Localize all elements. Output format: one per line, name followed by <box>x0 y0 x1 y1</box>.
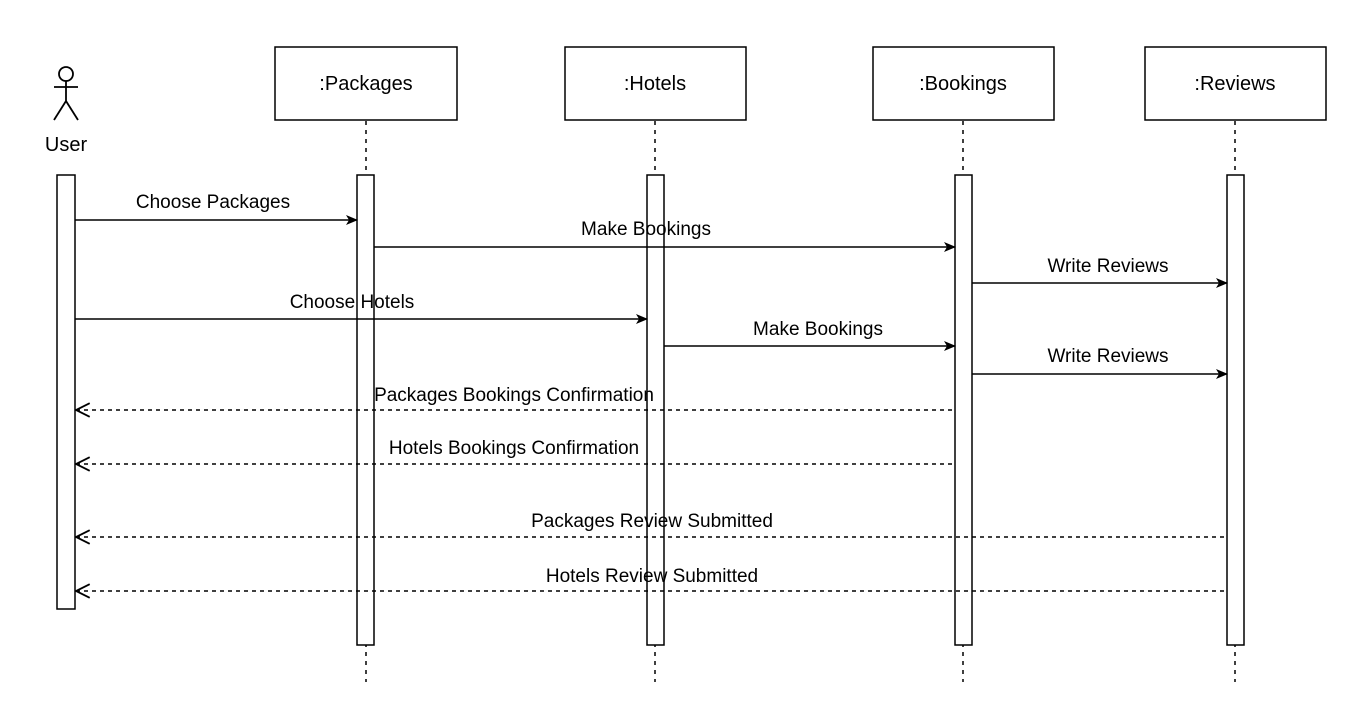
activation-bookings <box>954 174 973 646</box>
message-choose-hotels: Choose Hotels <box>75 292 648 324</box>
message-label: Choose Hotels <box>290 292 415 313</box>
message-label: Make Bookings <box>753 319 883 340</box>
message-packages-bookings-confirmation: Packages Bookings Confirmation <box>76 385 955 410</box>
participant-box-packages <box>274 46 458 121</box>
activation-user <box>56 174 76 610</box>
message-write-reviews-2: Write Reviews <box>972 346 1228 379</box>
participant-reviews: :Reviews <box>1144 46 1327 682</box>
message-label: Write Reviews <box>1047 346 1168 367</box>
message-make-bookings-hotels: Make Bookings <box>664 319 956 351</box>
message-label: Make Bookings <box>581 219 711 240</box>
activation-reviews <box>1226 174 1245 646</box>
message-make-bookings-packages: Make Bookings <box>374 219 956 252</box>
participant-box-reviews <box>1144 46 1327 121</box>
message-label: Hotels Bookings Confirmation <box>389 438 639 459</box>
participant-box-hotels <box>564 46 747 121</box>
message-label: Choose Packages <box>136 192 290 213</box>
message-label: Packages Bookings Confirmation <box>374 385 654 406</box>
participant-label-hotels: :Hotels <box>624 73 686 95</box>
stick-figure-icon <box>53 66 79 121</box>
message-choose-packages: Choose Packages <box>75 192 358 225</box>
participant-bookings: :Bookings <box>872 46 1055 682</box>
participant-label-reviews: :Reviews <box>1194 73 1275 95</box>
participant-label-bookings: :Bookings <box>919 73 1007 95</box>
message-label: Write Reviews <box>1047 256 1168 277</box>
actor-user-label: User <box>45 134 88 156</box>
message-label: Hotels Review Submitted <box>546 566 758 587</box>
message-write-reviews-1: Write Reviews <box>972 256 1228 288</box>
message-hotels-review-submitted: Hotels Review Submitted <box>76 566 1227 591</box>
participant-label-packages: :Packages <box>319 73 412 95</box>
message-label: Packages Review Submitted <box>531 511 773 532</box>
participant-packages: :Packages <box>274 46 458 682</box>
participant-hotels: :Hotels <box>564 46 747 682</box>
participant-box-bookings <box>872 46 1055 121</box>
message-hotels-bookings-confirmation: Hotels Bookings Confirmation <box>76 438 955 464</box>
actor-user: User <box>45 66 88 610</box>
message-packages-review-submitted: Packages Review Submitted <box>76 511 1227 537</box>
